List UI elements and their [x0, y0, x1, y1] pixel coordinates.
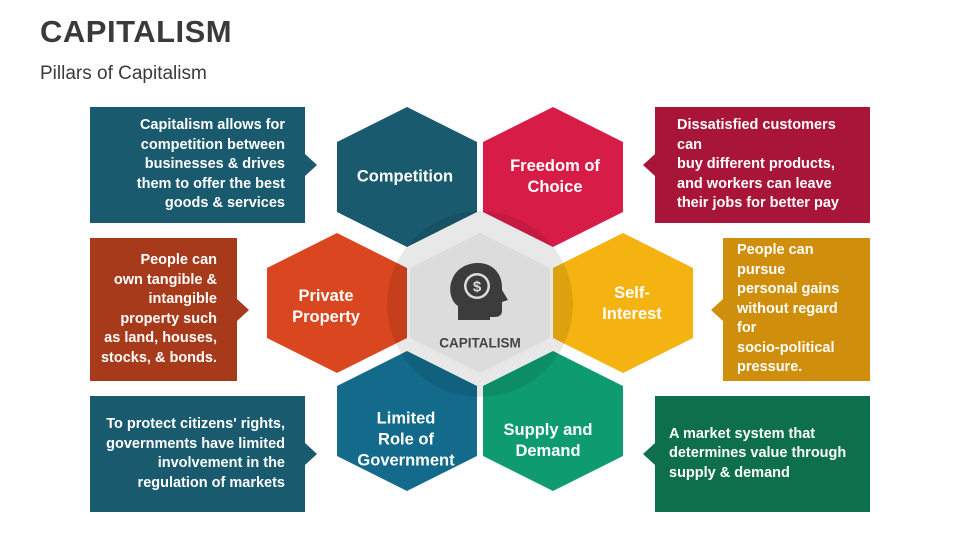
- page-subtitle: Pillars of Capitalism: [40, 63, 207, 84]
- svg-text:$: $: [473, 279, 482, 296]
- freedom-hexagon: [483, 107, 623, 247]
- government-label: Limited Role of Government: [357, 409, 455, 470]
- government-description-box: To protect citizens' rights, governments…: [90, 396, 317, 512]
- page-title: CAPITALISM: [40, 14, 233, 49]
- competition-description: Capitalism allows for competition betwee…: [136, 117, 285, 212]
- self-interest-label: Self- Interest: [602, 284, 662, 323]
- government-description: To protect citizens' rights, governments…: [106, 416, 285, 491]
- property-description: People can own tangible & intangible pro…: [100, 252, 217, 366]
- center-label: CAPITALISM: [439, 335, 521, 351]
- freedom-description-box: Dissatisfied customers can buy different…: [643, 107, 870, 223]
- self-interest-description-box: People can pursue personal gains without…: [711, 238, 870, 381]
- competition-label: Competition: [356, 167, 454, 186]
- government-hexagon: [337, 351, 477, 491]
- head-dollar-icon: $: [450, 263, 508, 320]
- freedom-description: Dissatisfied customers can buy different…: [677, 117, 839, 212]
- freedom-label: Freedom of Choice: [510, 157, 600, 196]
- self-interest-hexagon: [553, 233, 693, 373]
- property-label: Private Property: [292, 287, 360, 326]
- supply-description-box: A market system that determines value th…: [643, 396, 870, 512]
- property-hexagon: [267, 233, 407, 373]
- competition-hexagon: [337, 107, 477, 247]
- supply-hexagon: [483, 351, 623, 491]
- property-description-box: People can own tangible & intangible pro…: [90, 238, 249, 381]
- competition-description-box: Capitalism allows for competition betwee…: [90, 107, 317, 223]
- supply-description: A market system that determines value th…: [669, 425, 847, 481]
- self-interest-description: People can pursue personal gains without…: [737, 242, 840, 376]
- supply-label: Supply and Demand: [503, 421, 593, 460]
